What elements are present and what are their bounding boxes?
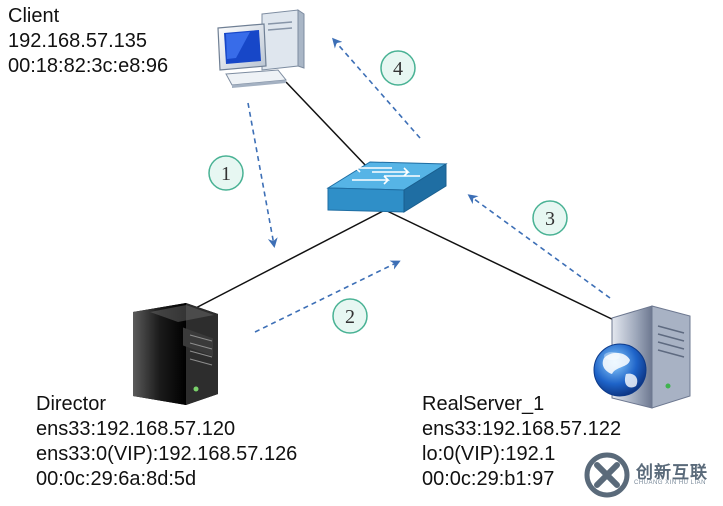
step-badge-3: 3: [532, 200, 568, 236]
director-vip: ens33:0(VIP):192.168.57.126: [36, 443, 298, 465]
realserver-name: RealServer_1: [422, 393, 545, 415]
arrow-step-3: [467, 194, 611, 299]
watermark-en-text: CHUANG XIN HU LIAN: [634, 480, 707, 486]
step-3-number: 3: [545, 208, 555, 230]
watermark-x-icon: [584, 452, 630, 498]
realserver-label: RealServer_1 ens33:192.168.57.122 lo:0(V…: [422, 392, 621, 492]
client-name: Client: [8, 5, 60, 27]
watermark-logo: 创新互联 CHUANG XIN HU LIAN: [576, 446, 721, 504]
arrow-step-2: [254, 260, 401, 333]
director-ens33: ens33:192.168.57.120: [36, 418, 236, 440]
director-label: Director ens33:192.168.57.120 ens33:0(VI…: [36, 392, 297, 492]
network-switch-icon: [326, 161, 448, 213]
director-mac: 00:0c:29:6a:8d:5d: [36, 468, 197, 490]
step-4-number: 4: [393, 58, 403, 80]
step-badge-4: 4: [380, 50, 416, 86]
watermark-cn-text: 创新互联: [636, 463, 708, 482]
realserver-ens33: ens33:192.168.57.122: [422, 418, 622, 440]
director-name: Director: [36, 393, 107, 415]
arrow-step-4: [332, 37, 421, 139]
step-2-number: 2: [345, 306, 355, 328]
link-client-switch: [285, 81, 369, 169]
client-computer-icon: [217, 9, 305, 88]
globe-icon: [593, 343, 647, 397]
link-director-switch: [187, 209, 386, 313]
step-badge-1: 1: [208, 155, 244, 191]
step-badge-2: 2: [332, 298, 368, 334]
client-mac: 00:18:82:3c:e8:96: [8, 55, 169, 77]
step-1-number: 1: [221, 163, 231, 185]
realserver-mac: 00:0c:29:b1:97: [422, 468, 555, 490]
link-realserver-switch: [384, 209, 619, 323]
client-ip: 192.168.57.135: [8, 30, 148, 52]
arrow-step-1: [247, 102, 278, 248]
realserver-vip: lo:0(VIP):192.1: [422, 443, 556, 465]
director-server-icon: [133, 303, 218, 405]
client-label: Client 192.168.57.135 00:18:82:3c:e8:96: [8, 4, 168, 79]
